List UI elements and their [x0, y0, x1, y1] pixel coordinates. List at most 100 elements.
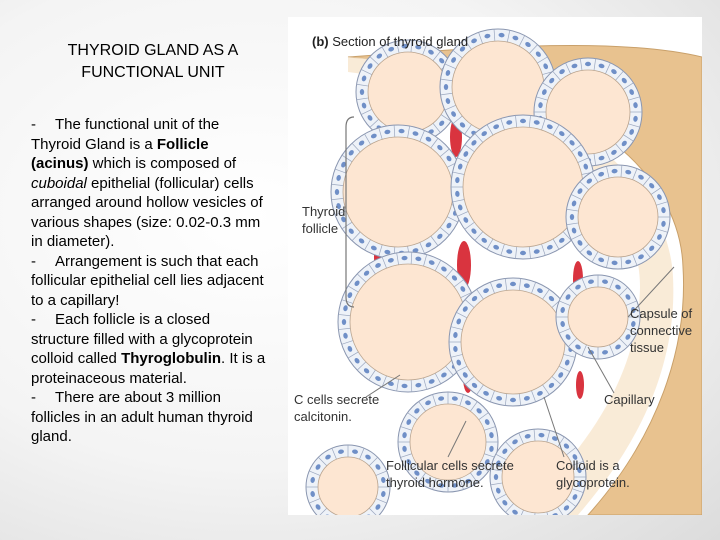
slide-body: -The functional unit of the Thyroid Glan… — [31, 115, 267, 447]
cell-border — [400, 426, 412, 431]
cell-border — [568, 337, 578, 347]
cell-nucleus — [571, 63, 578, 69]
cell-border — [432, 478, 437, 490]
thyroid-section-illustration — [305, 28, 702, 515]
cell-nucleus — [406, 419, 412, 425]
cell-border — [419, 130, 425, 142]
cell-border — [464, 124, 472, 135]
cell-border — [450, 326, 463, 330]
cell-nucleus — [460, 286, 466, 292]
cell-nucleus — [402, 432, 407, 439]
cell-nucleus — [602, 350, 608, 355]
cell-nucleus — [457, 163, 463, 170]
cell-nucleus — [611, 260, 618, 266]
cell-border — [546, 511, 548, 515]
cell-nucleus — [370, 133, 377, 139]
cell-nucleus — [559, 131, 565, 137]
cell-nucleus — [428, 260, 435, 265]
cell-nucleus — [575, 344, 581, 350]
cell-border — [450, 354, 463, 358]
cell-nucleus — [336, 174, 341, 181]
cell-border — [559, 328, 571, 334]
bullet-1-text-a: The functional unit of the Thyroid Gland… — [31, 116, 220, 153]
cell-nucleus — [463, 217, 469, 223]
cell-border — [364, 239, 371, 251]
cell-nucleus — [533, 120, 540, 125]
cell-border — [579, 181, 589, 191]
colloid — [342, 136, 454, 248]
cell-border — [364, 133, 371, 145]
cell-border — [400, 453, 412, 458]
cell-border — [331, 198, 344, 201]
bullet-4-text: There are about 3 million follicles in a… — [31, 389, 253, 445]
cell-nucleus — [338, 449, 344, 454]
cell-border — [470, 472, 478, 483]
cell-nucleus — [543, 63, 549, 70]
cell-nucleus — [541, 89, 547, 95]
cell-nucleus — [629, 89, 635, 95]
cell-nucleus — [649, 245, 655, 251]
cell-border — [375, 470, 387, 476]
cell-nucleus — [631, 321, 636, 327]
cell-nucleus — [439, 58, 445, 64]
cell-border — [444, 105, 456, 111]
cell-border — [642, 176, 651, 186]
cell-nucleus — [577, 467, 582, 474]
cell-border — [440, 78, 453, 82]
cell-nucleus — [649, 183, 655, 189]
cell-border — [505, 441, 514, 451]
cell-nucleus — [588, 279, 594, 284]
cell-nucleus — [354, 357, 360, 364]
cell-nucleus — [585, 61, 591, 67]
cell-border — [484, 426, 496, 431]
cell-border — [552, 238, 560, 250]
cell-border — [571, 144, 582, 153]
cell-nucleus — [563, 505, 570, 511]
follicles-group — [305, 28, 671, 515]
cell-border — [625, 300, 637, 306]
cell-border — [309, 498, 321, 504]
cell-nucleus — [375, 376, 381, 381]
cell-border — [356, 97, 369, 101]
cell-nucleus — [569, 140, 575, 146]
cell-border — [557, 436, 565, 448]
cell-nucleus — [361, 102, 367, 109]
cell-nucleus — [523, 283, 530, 288]
cell-border — [650, 239, 662, 247]
bullet-3: -Each follicle is a closed structure fil… — [31, 310, 267, 388]
cell-nucleus — [625, 334, 631, 340]
cell-nucleus — [625, 294, 631, 300]
cell-nucleus — [453, 346, 458, 352]
label-capillary: Capillary — [604, 392, 655, 407]
cell-nucleus — [525, 42, 531, 48]
cell-border — [620, 165, 623, 178]
cell-border — [504, 278, 508, 291]
cell-border — [396, 252, 399, 265]
cell-border — [445, 365, 454, 376]
colloid — [409, 403, 487, 481]
cell-nucleus — [524, 434, 531, 439]
cell-nucleus — [384, 129, 391, 135]
cell-border — [464, 144, 475, 153]
cell-border — [444, 63, 456, 69]
cell-nucleus — [560, 307, 565, 313]
cell-border — [452, 171, 465, 175]
cell-border — [489, 390, 495, 402]
bullet-1: -The functional unit of the Thyroid Glan… — [31, 115, 267, 252]
cell-border — [338, 327, 351, 330]
label-line: thyroid hormone. — [386, 475, 484, 490]
cell-border — [369, 56, 379, 66]
title-line-2: FUNCTIONAL UNIT — [81, 64, 225, 81]
cell-nucleus — [441, 372, 447, 378]
cell-border — [356, 273, 367, 283]
cell-nucleus — [546, 124, 553, 130]
cell-nucleus — [359, 89, 365, 95]
cell-border — [478, 464, 489, 472]
cell-nucleus — [520, 250, 526, 256]
cell-nucleus — [602, 279, 608, 284]
bullet-3-text-b: . It is a proteinaceous material. — [31, 350, 266, 387]
cell-nucleus — [375, 504, 381, 510]
cell-nucleus — [453, 332, 458, 338]
cell-border — [476, 384, 484, 395]
cell-border — [562, 231, 572, 241]
